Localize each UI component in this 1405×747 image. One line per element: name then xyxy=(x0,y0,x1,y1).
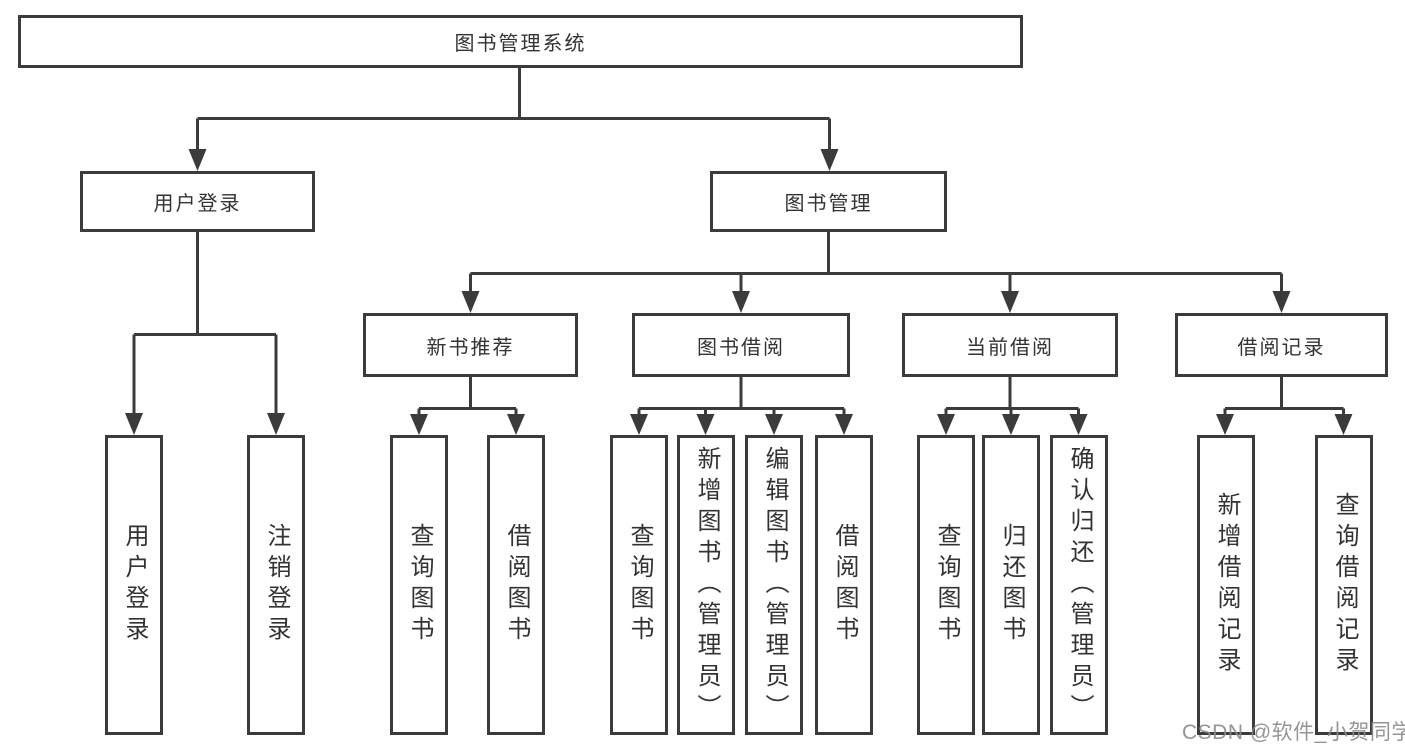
node-book-borrow: 图书借阅 xyxy=(632,313,850,377)
node-library-management-system: 图书管理系统 xyxy=(18,15,1023,68)
leaf-label: 新增图书（管理员） xyxy=(693,445,720,725)
leaf-logout: 注销登录 xyxy=(247,435,305,735)
leaf-query-borrow-record: 查询借阅记录 xyxy=(1315,435,1373,735)
leaf-query-books: 查询图书 xyxy=(610,435,668,735)
leaf-add-books-admin: 新增图书（管理员） xyxy=(677,435,735,735)
leaf-label: 查询图书 xyxy=(406,523,433,647)
node-label: 用户登录 xyxy=(153,193,242,215)
leaf-label: 编辑图书（管理员） xyxy=(761,445,788,725)
leaf-edit-books-admin: 编辑图书（管理员） xyxy=(745,435,803,735)
leaf-borrow-books: 借阅图书 xyxy=(487,435,545,735)
node-label: 图书管理 xyxy=(784,193,873,215)
leaf-user-login: 用户登录 xyxy=(105,435,163,735)
node-current-borrow: 当前借阅 xyxy=(902,313,1118,377)
leaf-label: 借阅图书 xyxy=(503,523,530,647)
node-book-management: 图书管理 xyxy=(710,171,947,232)
leaf-label: 注销登录 xyxy=(263,523,290,647)
leaf-query-books: 查询图书 xyxy=(917,435,975,735)
leaf-label: 借阅图书 xyxy=(831,523,858,647)
leaf-borrow-books: 借阅图书 xyxy=(815,435,873,735)
node-label: 当前借阅 xyxy=(966,336,1054,359)
leaf-label: 查询图书 xyxy=(933,523,960,647)
node-label: 新书推荐 xyxy=(426,336,515,359)
leaf-label: 确认归还（管理员） xyxy=(1066,445,1093,725)
leaf-label: 归还图书 xyxy=(998,523,1025,647)
node-label: 图书管理系统 xyxy=(454,33,587,55)
leaf-label: 用户登录 xyxy=(121,523,148,647)
leaf-label: 查询借阅记录 xyxy=(1331,492,1358,678)
leaf-label: 查询图书 xyxy=(626,523,653,647)
node-label: 借阅记录 xyxy=(1237,336,1326,359)
node-new-book-recommend: 新书推荐 xyxy=(363,313,578,377)
csdn-watermark: CSDN @软件_小贺同学 xyxy=(1182,721,1405,744)
leaf-add-borrow-record: 新增借阅记录 xyxy=(1197,435,1255,735)
node-user-login: 用户登录 xyxy=(80,171,315,232)
leaf-query-books: 查询图书 xyxy=(390,435,448,735)
leaf-confirm-return-admin: 确认归还（管理员） xyxy=(1050,435,1108,735)
leaf-label: 新增借阅记录 xyxy=(1213,492,1240,678)
leaf-return-books: 归还图书 xyxy=(982,435,1040,735)
node-label: 图书借阅 xyxy=(697,336,785,359)
arrowhead-user-login xyxy=(188,149,207,171)
arrowhead-book-management xyxy=(820,149,839,171)
node-borrow-records: 借阅记录 xyxy=(1175,313,1388,377)
